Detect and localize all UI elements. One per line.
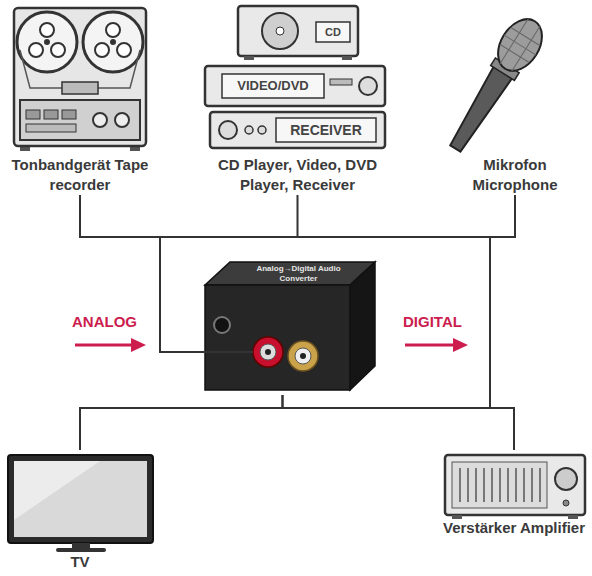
box-top (205, 262, 375, 285)
control-knob (219, 121, 237, 139)
tv-icon (8, 455, 153, 552)
device-foot (568, 515, 578, 519)
device-foot (342, 56, 352, 60)
reel-hub (110, 39, 116, 45)
tape-reel (17, 12, 77, 72)
control-knob (93, 113, 107, 127)
control-knob (115, 113, 129, 127)
signal-wire (489, 237, 491, 408)
amplifier-slots (460, 468, 540, 502)
control-knob (359, 77, 377, 95)
power-jack (214, 317, 230, 333)
reel-hub (44, 39, 50, 45)
output-device: Verstärker Amplifier (440, 450, 588, 538)
tape-head (62, 82, 98, 94)
box-front (205, 285, 350, 390)
tape-recorder-icon (14, 8, 146, 151)
node-label: Tonbandgerät Tape recorder (5, 155, 155, 195)
reel-hole (51, 43, 65, 57)
control-button (245, 126, 253, 134)
volume-knob (555, 468, 577, 490)
microphone-handle (446, 65, 513, 155)
receiver-display (276, 118, 376, 142)
cd-hole (276, 27, 284, 35)
reel-hole (29, 43, 43, 57)
reel-hole (95, 43, 109, 57)
node-label: Mikrofon Microphone (445, 155, 585, 195)
microphone-head (489, 11, 551, 79)
cd-display (316, 22, 350, 42)
output-device: TV (5, 450, 155, 571)
input-wire (190, 351, 253, 353)
source-device: Mikrofon Microphone (445, 3, 585, 195)
flow-arrow-shaft (405, 344, 455, 347)
signal-cable (160, 195, 515, 352)
flow-arrow-head (453, 338, 468, 352)
node-label: Verstärker Amplifier (440, 518, 588, 538)
display-text: CD (316, 22, 350, 42)
tape-reel (83, 12, 143, 72)
control-button (62, 110, 76, 119)
rca-jack-pin (265, 349, 271, 355)
converter-box: Analog→Digital Audio Converter (190, 255, 375, 395)
rca-jack-core (260, 344, 276, 360)
control-button (44, 110, 58, 119)
rca-jack-white (288, 341, 318, 371)
rca-jack-core (295, 348, 311, 364)
flow-arrow-head (131, 338, 146, 352)
device-foot (452, 515, 462, 519)
node-label: Analog→Digital Audio Converter (252, 264, 345, 284)
signal-cable (160, 195, 298, 352)
signal-cable (80, 395, 283, 450)
tv-frame (8, 455, 153, 543)
reel-hole (106, 23, 120, 37)
signal-label: ANALOG (72, 312, 156, 332)
amplifier-panel (452, 462, 547, 508)
source-device: CD Player, Video, DVD Player, Receiver (200, 3, 395, 195)
control-slot (26, 124, 76, 132)
tv-base (56, 548, 106, 552)
control-panel (20, 100, 140, 140)
control-button (258, 126, 266, 134)
microphone-icon (439, 11, 551, 158)
box-side (350, 262, 375, 390)
source-device: Tonbandgerät Tape recorder (5, 3, 155, 195)
converter-box-icon (205, 262, 375, 390)
cd-player-body (238, 6, 358, 56)
signal-cable (283, 395, 515, 450)
recorder-body (14, 8, 146, 146)
node-label: TV (5, 553, 155, 571)
amplifier-body (445, 455, 585, 515)
disc-slot (330, 79, 352, 85)
microphone-mesh (490, 12, 551, 78)
cd-disc (262, 13, 298, 49)
reel-hole (40, 23, 54, 37)
device-foot (244, 56, 254, 60)
video-dvd-body (205, 66, 385, 106)
screen-glare (14, 461, 100, 520)
signal-label: DIGITAL (403, 312, 487, 332)
reel-hole (117, 43, 131, 57)
rca-jack-pin (300, 353, 306, 359)
receiver-body (210, 112, 385, 148)
display-text: RECEIVER (276, 118, 376, 142)
power-led (563, 500, 569, 506)
tv-screen (14, 461, 147, 537)
amplifier-icon (445, 455, 585, 519)
control-button (26, 110, 40, 119)
flow-arrow-shaft (75, 344, 133, 347)
node-label: CD Player, Video, DVD Player, Receiver (200, 155, 395, 195)
video-display (222, 74, 324, 98)
display-text: VIDEO/DVD (222, 74, 324, 98)
rca-jack-red (253, 337, 283, 367)
hifi-stack-icon (205, 6, 385, 148)
